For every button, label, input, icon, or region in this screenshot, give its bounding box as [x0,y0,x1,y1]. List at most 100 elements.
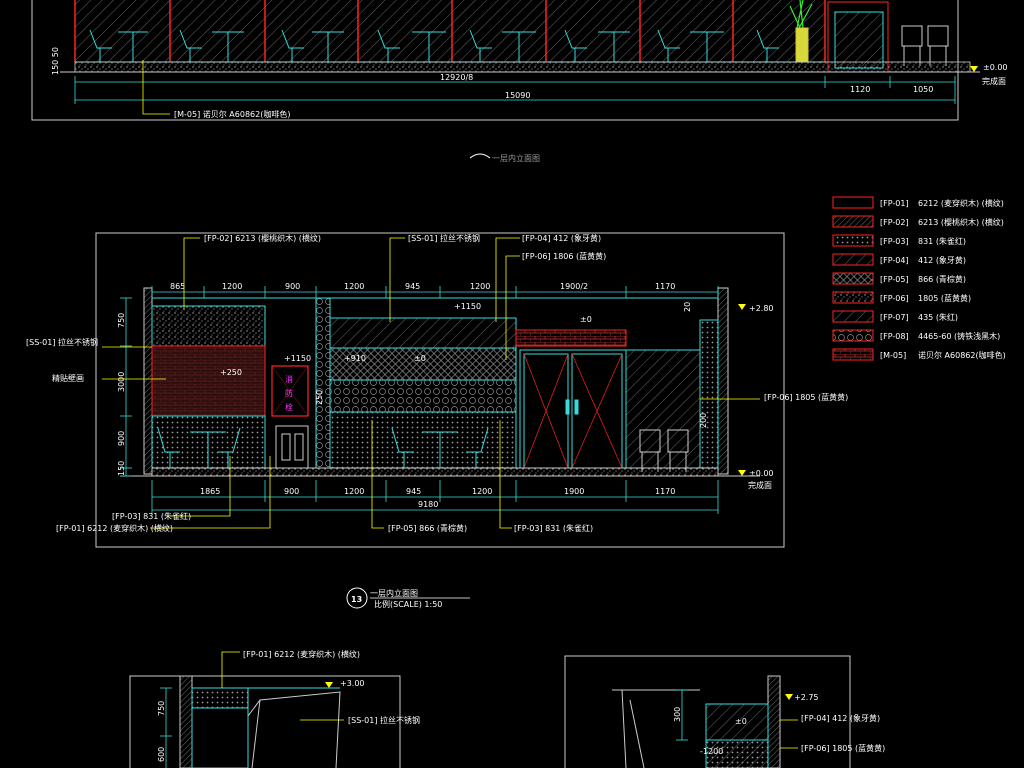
callout-fp05: [FP-05] 866 (青棕黄) [388,523,467,533]
top-caption-partial: 一层内立面图 [492,153,540,163]
mark-zero: ±0 [735,717,747,726]
top-callout-leaders [183,237,520,360]
entrance-double-door [519,349,627,469]
level-marker-icon [970,66,978,72]
mark-1150: +1150 [284,354,311,363]
callout-ss01-lower: [SS-01] 拉丝不锈钢 [348,715,420,725]
level-finish-label: 完成面 [748,480,772,490]
dim-750: 750 [157,701,166,716]
material-legend: [FP-01] 6212 (麦穿织木) (横纹) [FP-02] 6213 (樱… [832,196,1006,361]
caption-number: 13 [351,595,362,604]
dim-bottom: 1200 [472,487,492,496]
callout-fp02: [FP-02] 6213 (樱桃织木) (横纹) [204,233,321,243]
stools-right [639,429,689,472]
legend-code: [M-05] [880,351,906,360]
dining-set-mid [391,427,489,468]
dim-left: 750 [117,313,126,328]
mark-910: +910 [344,354,366,363]
callout-fp03-b: [FP-03] 831 (朱雀红) [514,523,593,533]
lower-right-detail: [FP-04] 412 (象牙黄) [FP-06] 1805 (蓝黄黄) +2.… [564,655,885,768]
top-elevation: ±0.00 完成面 12920/8 1120 1050 15090 150 50… [31,0,1008,163]
level-marker-icon [738,304,746,310]
column-panel [315,297,331,469]
callout-fp04: [FP-04] 412 (象牙黄) [522,233,601,243]
mark-zero: ±0 [414,354,426,363]
callout-fp06: [FP-06] 1806 (蓝黄黄) [522,251,606,261]
dim-left: 900 [117,431,126,446]
legend-desc: 6212 (麦穿织木) (横纹) [918,198,1004,208]
level-top-label: +2.80 [749,304,774,313]
top-elevation-frame [31,0,959,121]
dim-top: 1200 [222,282,242,291]
mark-20-dim: 20 [683,302,692,312]
main-floor-strip [151,467,719,477]
legend-code: [FP-03] [880,237,909,246]
top-dim-chain [151,286,719,298]
fp04-band [329,317,517,349]
bottom-callout-leaders [150,420,512,529]
left-dim-chain [120,297,132,477]
lower-right-level: +2.75 [794,693,819,702]
left-wall-section [143,287,153,475]
dim-bottom: 1170 [655,487,675,496]
top-furniture [89,29,779,62]
mark-1200: -1200 [700,747,723,756]
legend-desc: 831 (朱雀红) [918,236,966,246]
legend-code: [FP-01] [880,199,909,208]
top-finish-label: 完成面 [982,76,1006,86]
lower-left-detail: [FP-01] 6212 (麦穿织木) (横纹) +3.00 [SS-01] 拉… [129,649,420,768]
right-wall-section [717,287,729,475]
callout-fp06-right: [FP-06] 1805 (蓝黄黄) [764,392,848,402]
legend-code: [FP-05] [880,275,909,284]
fp03-mid-panel [329,411,517,469]
mark-250: +250 [220,368,242,377]
callout-poster: 精贴壁画 [52,373,84,383]
dim-top: 945 [405,282,420,291]
dim-top: 865 [170,282,185,291]
dim-top: 1200 [470,282,490,291]
top-door [827,1,889,73]
right-edge-panel [699,319,719,469]
callout-fp01: [FP-01] 6212 (麦穿织木) (横纹) [56,523,173,533]
dim-bottom: 945 [406,487,421,496]
caption-scale: 比例(SCALE) 1:50 [374,599,442,609]
fp05-band-upper [329,347,517,381]
mark-zero: ±0 [580,315,592,324]
top-dimension-lines [74,76,956,104]
caption-number-circle [346,587,368,609]
right-glass-panel [625,349,701,469]
lower-left-frame [129,675,401,768]
legend-code: [FP-08] [880,332,909,341]
callout-fp06-lower: [FP-06] 1805 (蓝黄黄) [801,743,885,753]
dim-total: 9180 [418,500,438,509]
callout-ss01-left: [SS-01] 拉丝不锈钢 [26,337,98,347]
legend-code: [FP-06] [880,294,909,303]
level-marker-icon [738,470,746,476]
lower-right-frame [564,655,851,768]
top-dim-total: 15090 [505,91,530,100]
top-callout-label: [M-05] 诺贝尔 A60862(咖啡色) [174,109,290,119]
dining-set-left [157,427,241,468]
level-bottom-label: ±0.00 [749,469,774,478]
dim-bottom: 900 [284,487,299,496]
dim-top: 900 [285,282,300,291]
legend-code: [FP-04] [880,256,909,265]
fire-box-char: 消 [285,374,293,384]
lower-left-wall [179,675,193,768]
dim-bottom: 1900 [564,487,584,496]
top-caption-mark [469,153,491,159]
lower-right-profile [612,689,700,768]
dim-bottom: 1865 [200,487,220,496]
top-floor-strip [74,61,971,73]
top-level-label: ±0.00 [983,63,1008,72]
lower-left-profile [247,691,341,768]
legend-desc: 诺贝尔 A60862(咖啡色) [918,350,1006,360]
legend-desc: 1805 (蓝黄黄) [918,293,971,303]
top-wall-panel [74,0,826,63]
main-elevation-frame [95,232,785,548]
mark-1150: +1150 [454,302,481,311]
lower-right-wall [767,675,781,768]
top-dim-1120: 1120 [850,85,870,94]
dim-left: 150 [117,461,126,476]
